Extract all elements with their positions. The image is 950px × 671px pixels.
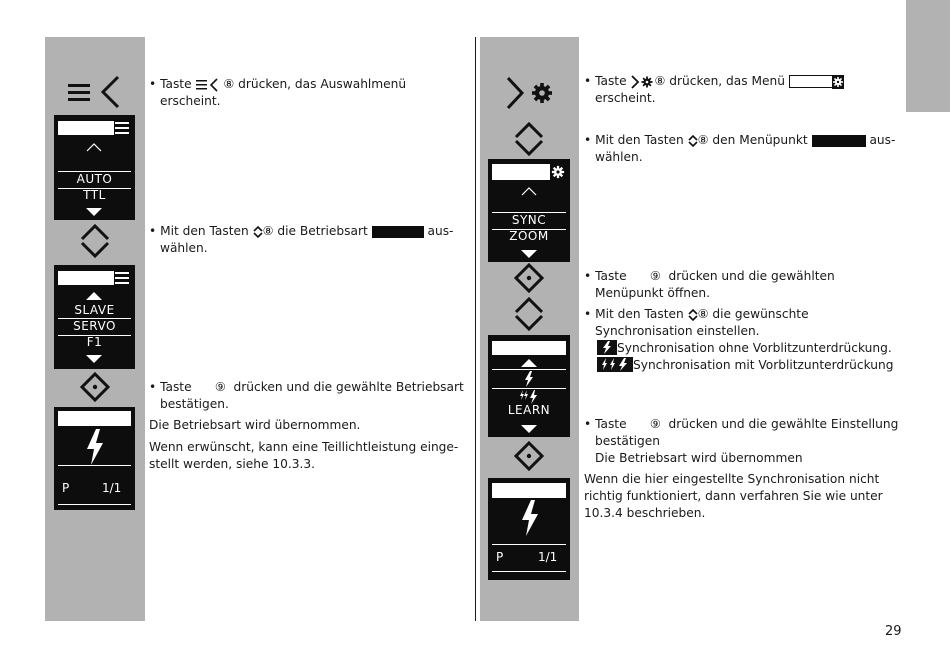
redacted-mode-box bbox=[371, 225, 424, 238]
up-down-icon bbox=[80, 224, 110, 258]
lcd-ratio: 1/1 bbox=[538, 550, 558, 564]
arrow-up-icon bbox=[521, 359, 537, 367]
lcd-sync-options: LEARN bbox=[488, 335, 570, 437]
arrow-down-icon bbox=[86, 355, 102, 363]
instruction-step: • Taste ⑧ drücken, das Menü erscheint. bbox=[584, 73, 844, 107]
note-text: Die Betriebsart wird übernommen. bbox=[149, 418, 361, 432]
set-button-icon bbox=[79, 371, 111, 403]
lcd-item: F1 bbox=[86, 335, 103, 349]
menu-back-icon bbox=[196, 77, 219, 92]
instruction-step: • Mit den Tasten ⑧ die Betriebsart aus- … bbox=[149, 224, 454, 255]
lcd-p-label: P bbox=[62, 481, 70, 495]
page-number: 29 bbox=[885, 624, 902, 639]
lcd-item: SYNC bbox=[511, 213, 547, 227]
up-down-icon bbox=[688, 308, 698, 321]
menu-lines-icon bbox=[115, 272, 129, 284]
arrow-down-icon bbox=[521, 250, 537, 258]
lcd-menu-sync: SYNC ZOOM bbox=[488, 159, 570, 262]
page-thumb-tab bbox=[906, 0, 950, 112]
forward-gear-icon bbox=[631, 74, 653, 89]
lcd-item: ZOOM bbox=[509, 229, 549, 243]
note-text: Wenn erwünscht, kann eine Teillichtleist… bbox=[149, 440, 459, 471]
column-divider bbox=[475, 37, 476, 621]
lcd-item: SERVO bbox=[73, 319, 116, 333]
menu-back-icon bbox=[68, 75, 120, 109]
forward-gear-icon bbox=[506, 76, 552, 110]
flash-icon bbox=[525, 371, 533, 387]
flash-prefire-sync-icon bbox=[597, 356, 633, 372]
instruction-step: • Taste ⑨ drücken und die gewählten Menü… bbox=[584, 269, 835, 300]
instruction-step: • Mit den Tasten ⑧ die gewünschte Synchr… bbox=[584, 307, 894, 372]
instruction-step: • Taste ⑨ drücken und die gewählte Betri… bbox=[149, 380, 464, 411]
flash-prefire-icon bbox=[520, 390, 537, 404]
up-down-icon bbox=[253, 225, 263, 238]
lcd-item: AUTO bbox=[76, 172, 113, 186]
arrow-down-icon bbox=[86, 208, 102, 216]
set-button-icon bbox=[513, 440, 545, 472]
note-text: Wenn die hier eingestellte Synchronisati… bbox=[584, 472, 883, 520]
redacted-menu-box bbox=[811, 134, 866, 147]
lcd-item: SLAVE bbox=[74, 303, 115, 317]
up-down-icon bbox=[514, 122, 544, 156]
lcd-item: LEARN bbox=[507, 403, 551, 417]
up-down-icon bbox=[688, 134, 698, 147]
lcd-flash-display: P 1/1 bbox=[54, 407, 135, 510]
instruction-step: • Taste ⑨ drücken und die gewählte Einst… bbox=[584, 417, 899, 465]
flash-sync-icon bbox=[597, 339, 617, 355]
lcd-mode-auto: AUTO TTL bbox=[54, 115, 135, 220]
lcd-flash-display: P 1/1 bbox=[488, 478, 570, 580]
gear-icon bbox=[551, 165, 565, 179]
up-down-icon bbox=[514, 297, 544, 331]
gear-icon bbox=[831, 74, 844, 89]
lcd-mode-slave: SLAVE SERVO F1 bbox=[54, 265, 135, 369]
flash-icon bbox=[87, 429, 103, 465]
lcd-item: TTL bbox=[83, 188, 106, 202]
arrow-up-outline-icon bbox=[86, 143, 102, 152]
arrow-up-outline-icon bbox=[521, 187, 537, 196]
lcd-p-label: P bbox=[496, 550, 504, 564]
set-button-icon bbox=[513, 262, 545, 294]
menu-box bbox=[788, 75, 833, 88]
instruction-step: • Taste ⑧ drücken, das Auswahlmenü ersch… bbox=[149, 77, 407, 108]
menu-lines-icon bbox=[115, 122, 129, 134]
flash-icon bbox=[522, 500, 538, 536]
arrow-up-icon bbox=[86, 292, 102, 300]
arrow-down-icon bbox=[521, 425, 537, 433]
lcd-ratio: 1/1 bbox=[102, 481, 122, 495]
instruction-step: • Mit den Tasten ⑧ den Menüpunkt aus- wä… bbox=[584, 133, 896, 164]
